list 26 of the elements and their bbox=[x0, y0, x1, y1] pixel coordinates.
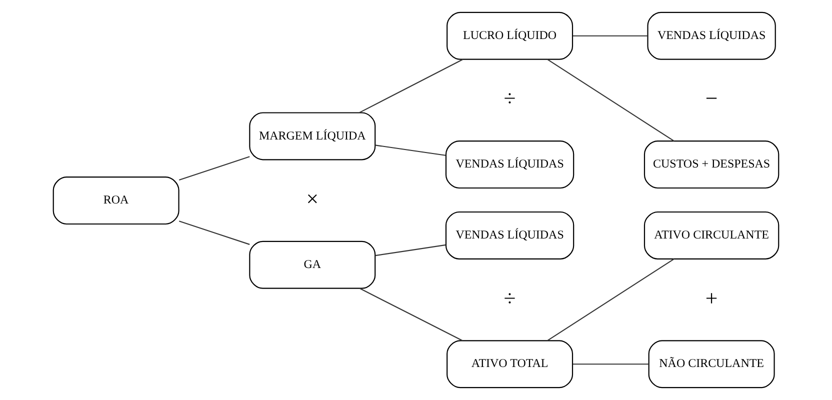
connector bbox=[359, 58, 464, 114]
node-box: VENDAS LÍQUIDAS bbox=[647, 12, 776, 60]
connector bbox=[178, 220, 250, 245]
connector bbox=[375, 144, 446, 156]
connector bbox=[375, 244, 446, 256]
connector bbox=[572, 35, 648, 36]
node-box: VENDAS LÍQUIDAS bbox=[445, 140, 574, 189]
node-box: ATIVO CIRCULANTE bbox=[644, 211, 780, 260]
node-box: MARGEM LÍQUIDA bbox=[249, 112, 376, 160]
connector bbox=[360, 288, 463, 342]
node-box: NÃO CIRCULANTE bbox=[648, 340, 775, 388]
label: ÷ bbox=[504, 86, 516, 111]
node-box: VENDAS LÍQUIDAS bbox=[445, 211, 574, 260]
node-box: CUSTOS + DESPESAS bbox=[644, 140, 780, 189]
connector bbox=[572, 364, 649, 365]
label: + bbox=[705, 286, 718, 310]
node-box: LUCRO LÍQUIDO bbox=[446, 12, 574, 60]
connector bbox=[178, 156, 250, 181]
label: ÷ bbox=[504, 286, 516, 310]
connector bbox=[547, 258, 674, 341]
node-box: ROA bbox=[52, 176, 180, 225]
label: − bbox=[705, 86, 718, 111]
label: × bbox=[306, 187, 319, 211]
connector bbox=[547, 59, 674, 142]
node-box: GA bbox=[249, 240, 376, 289]
node-box: ATIVO TOTAL bbox=[446, 340, 574, 388]
